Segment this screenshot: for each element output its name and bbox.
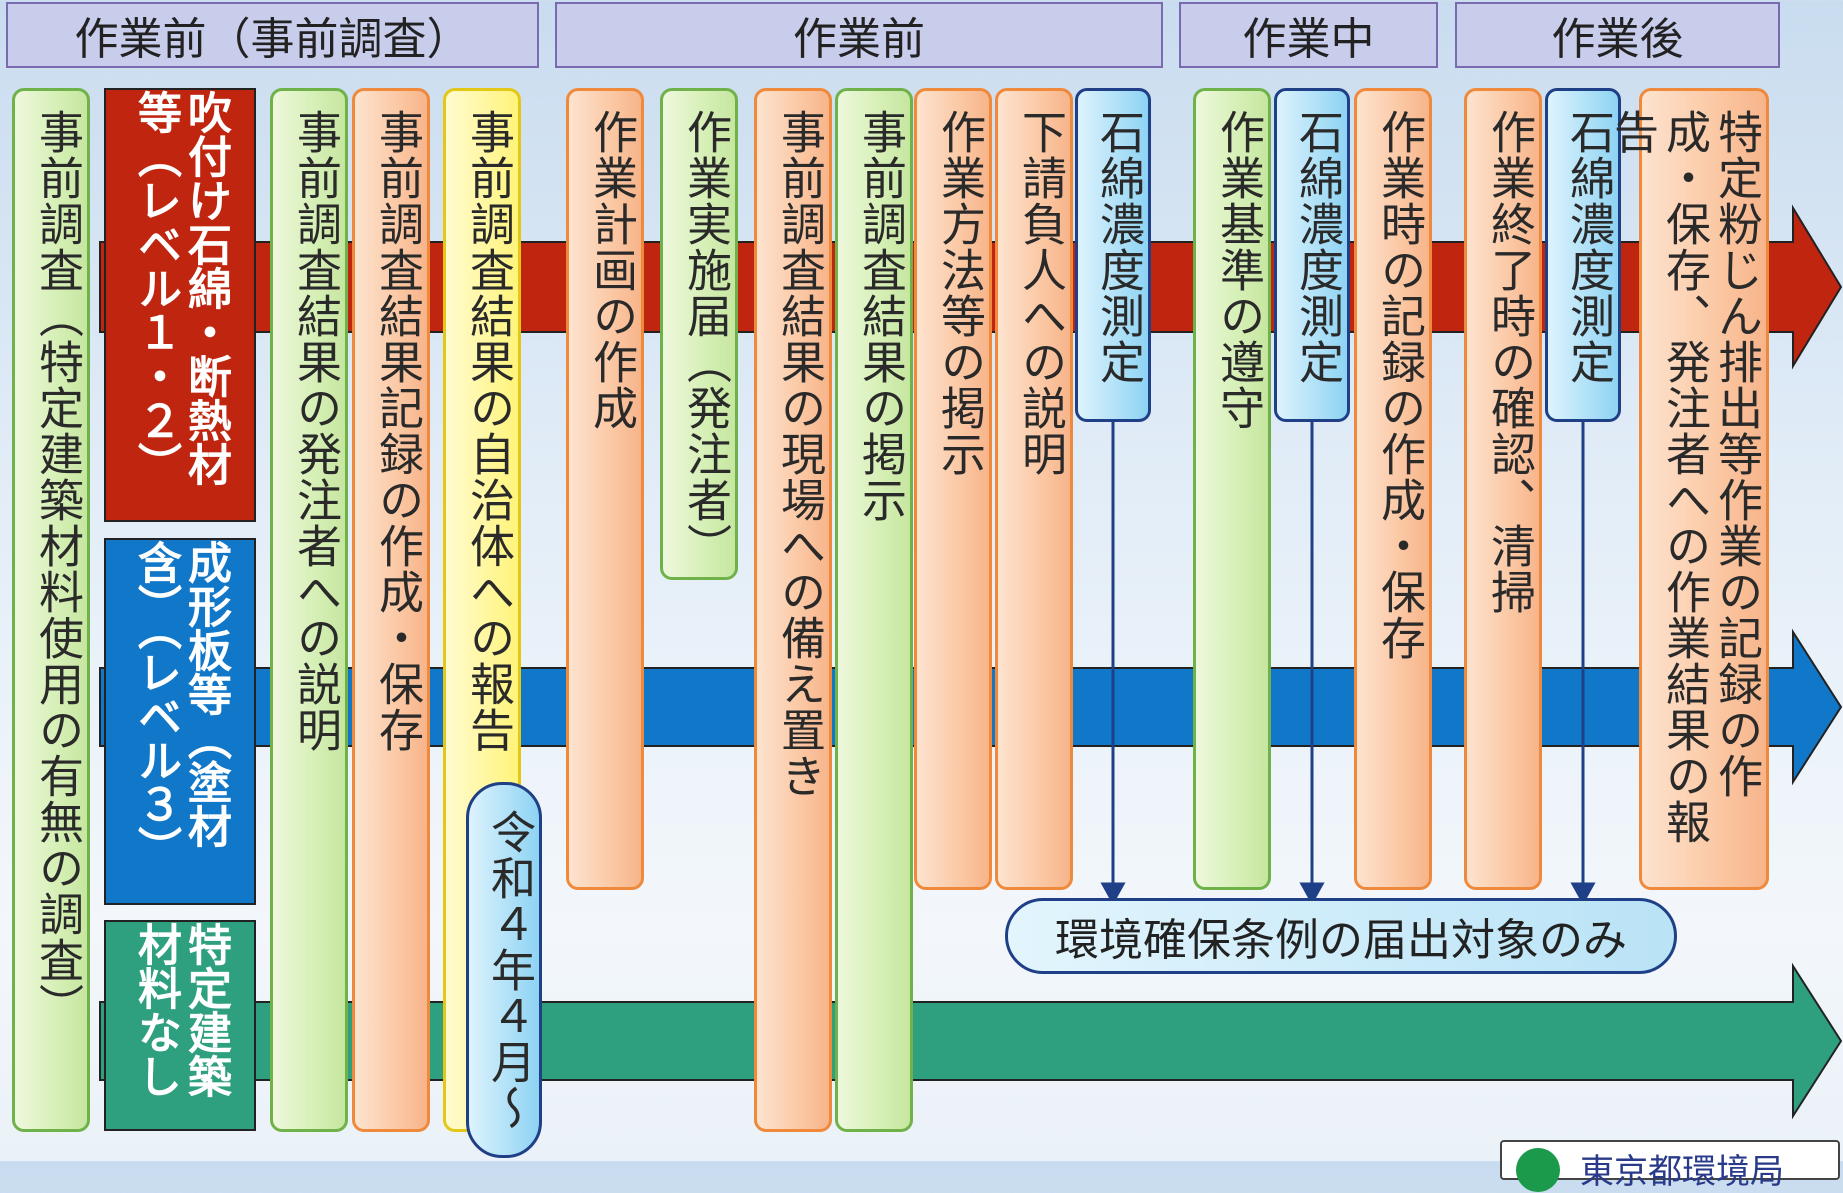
step-explain-sub: 下請負人への説明 <box>995 88 1073 890</box>
logo-mark-icon <box>1516 1148 1560 1192</box>
step-work-record: 作業時の記録の作成・保存 <box>1354 88 1432 890</box>
header-after: 作業後 <box>1455 2 1780 68</box>
tokyo-env-logo: 東京都環境局 <box>1500 1140 1840 1192</box>
step-record: 事前調査結果記録の作成・保存 <box>352 88 430 1132</box>
step-measure-3: 石綿濃度測定 <box>1545 88 1621 422</box>
ordinance-target-note: 環境確保条例の届出対象のみ <box>1005 898 1677 974</box>
level-3-label: 成形板等（塗材含）（レベル３） <box>104 538 256 905</box>
step-final-report: 特定粉じん排出等作業の記録の作成・保存、発注者への作業結果の報告 <box>1606 88 1769 890</box>
step-comply: 作業基準の遵守 <box>1193 88 1271 890</box>
since-date-badge: 令和４年４月～ <box>466 782 542 1158</box>
no-material-label: 特定建築材料なし <box>104 920 256 1131</box>
step-explain-owner: 事前調査結果の発注者への説明 <box>270 88 348 1132</box>
logo-text: 東京都環境局 <box>1580 1152 1784 1192</box>
step-post-result: 事前調査結果の掲示 <box>835 88 913 1132</box>
header-during: 作業中 <box>1179 2 1438 68</box>
step-work-plan: 作業計画の作成 <box>566 88 644 890</box>
step-measure-2: 石綿濃度測定 <box>1274 88 1350 422</box>
step-post-method: 作業方法等の掲示 <box>914 88 992 890</box>
step-confirm-clean: 作業終了時の確認、清掃 <box>1464 88 1542 890</box>
step-keep-on-site: 事前調査結果の現場への備え置き <box>754 88 832 1132</box>
step-notification: 作業実施届（発注者） <box>660 88 738 580</box>
level-1-2-label: 吹付け石綿・断熱材等（レベル１・２） <box>104 88 256 522</box>
step-survey: 事前調査（特定建築材料使用の有無の調査） <box>12 88 90 1132</box>
header-pre-survey: 作業前（事前調査） <box>6 2 539 68</box>
step-measure-1: 石綿濃度測定 <box>1075 88 1151 422</box>
header-before: 作業前 <box>555 2 1163 68</box>
